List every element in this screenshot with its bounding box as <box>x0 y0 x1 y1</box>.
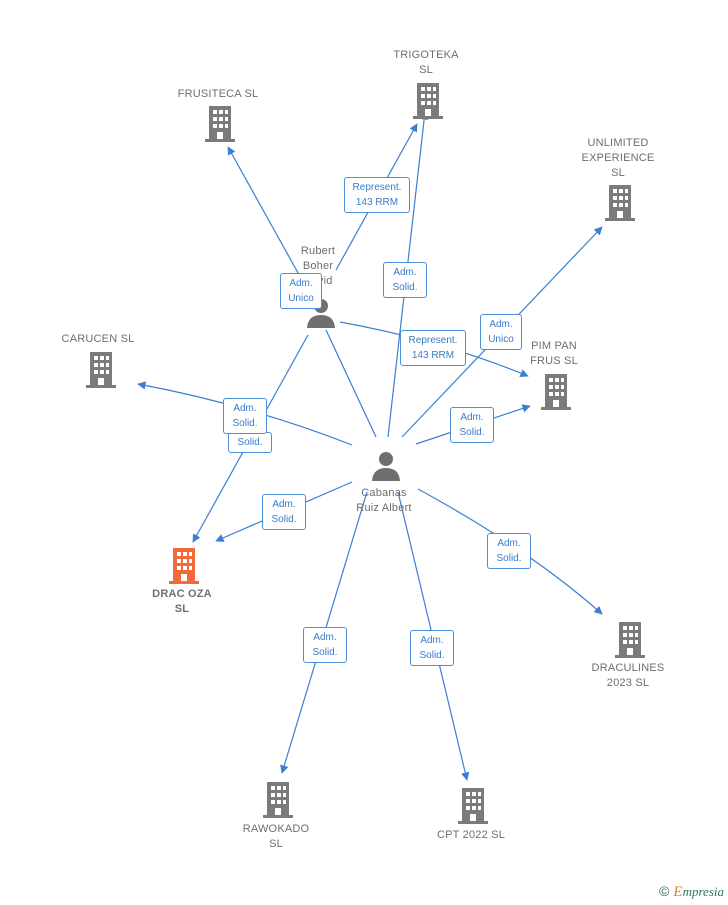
relation-label[interactable]: Adm. Solid. <box>487 533 531 569</box>
building-icon[interactable] <box>540 374 572 410</box>
company-label-frusiteca[interactable]: FRUSITECA SL <box>177 88 259 100</box>
company-label-trigoteka[interactable]: TRIGOTEKA SL <box>393 49 459 76</box>
relation-label[interactable]: Adm. Solid. <box>383 262 427 298</box>
copyright-icon: © <box>659 883 670 899</box>
relation-label[interactable]: Adm. Solid. <box>450 407 494 443</box>
edge-robert-frusiteca <box>227 146 313 299</box>
empresia-logo[interactable]: ©Empresia <box>659 883 724 901</box>
brand-initial: E <box>673 884 683 900</box>
company-label-carucen[interactable]: CARUCEN SL <box>61 333 135 345</box>
building-icon[interactable] <box>604 185 636 221</box>
brand-name: mpresia <box>682 884 724 899</box>
building-icon[interactable] <box>457 788 489 824</box>
building-icon-focus[interactable] <box>168 548 200 584</box>
relation-label[interactable]: Adm. Solid. <box>410 630 454 666</box>
company-label-unlimited-experience[interactable]: UNLIMITED EXPERIENCE SL <box>581 137 655 179</box>
relation-label[interactable]: Adm. Unico <box>280 273 322 309</box>
company-label-cpt-2022[interactable]: CPT 2022 SL <box>436 829 506 841</box>
relation-label[interactable]: Adm. Solid. <box>303 627 347 663</box>
building-icon[interactable] <box>262 782 294 818</box>
relation-label[interactable]: Represent. 143 RRM <box>400 330 466 366</box>
company-label-draculines[interactable]: DRACULINES 2023 SL <box>591 662 665 689</box>
company-label-pim-pan-frus[interactable]: PIM PAN FRUS SL <box>530 340 578 367</box>
person-label-cabanas-ruiz[interactable]: Cabanas Ruiz Albert <box>356 487 412 514</box>
relation-label[interactable]: Represent. 143 RRM <box>344 177 410 213</box>
building-icon[interactable] <box>85 352 117 388</box>
relation-label[interactable]: Adm. Solid. <box>262 494 306 530</box>
relation-label[interactable]: Adm. Unico <box>480 314 522 350</box>
relation-label[interactable]: Solid. <box>228 432 272 453</box>
company-label-drac-oza[interactable]: DRAC OZA SL <box>152 588 212 615</box>
building-icon[interactable] <box>412 83 444 119</box>
building-icon[interactable] <box>614 622 646 658</box>
building-icon[interactable] <box>204 106 236 142</box>
company-label-rawokado[interactable]: RAWOKADO SL <box>242 823 310 850</box>
edge-robert-cabanas <box>325 329 377 438</box>
person-icon[interactable] <box>371 451 401 481</box>
relation-label[interactable]: Adm. Solid. <box>223 398 267 434</box>
